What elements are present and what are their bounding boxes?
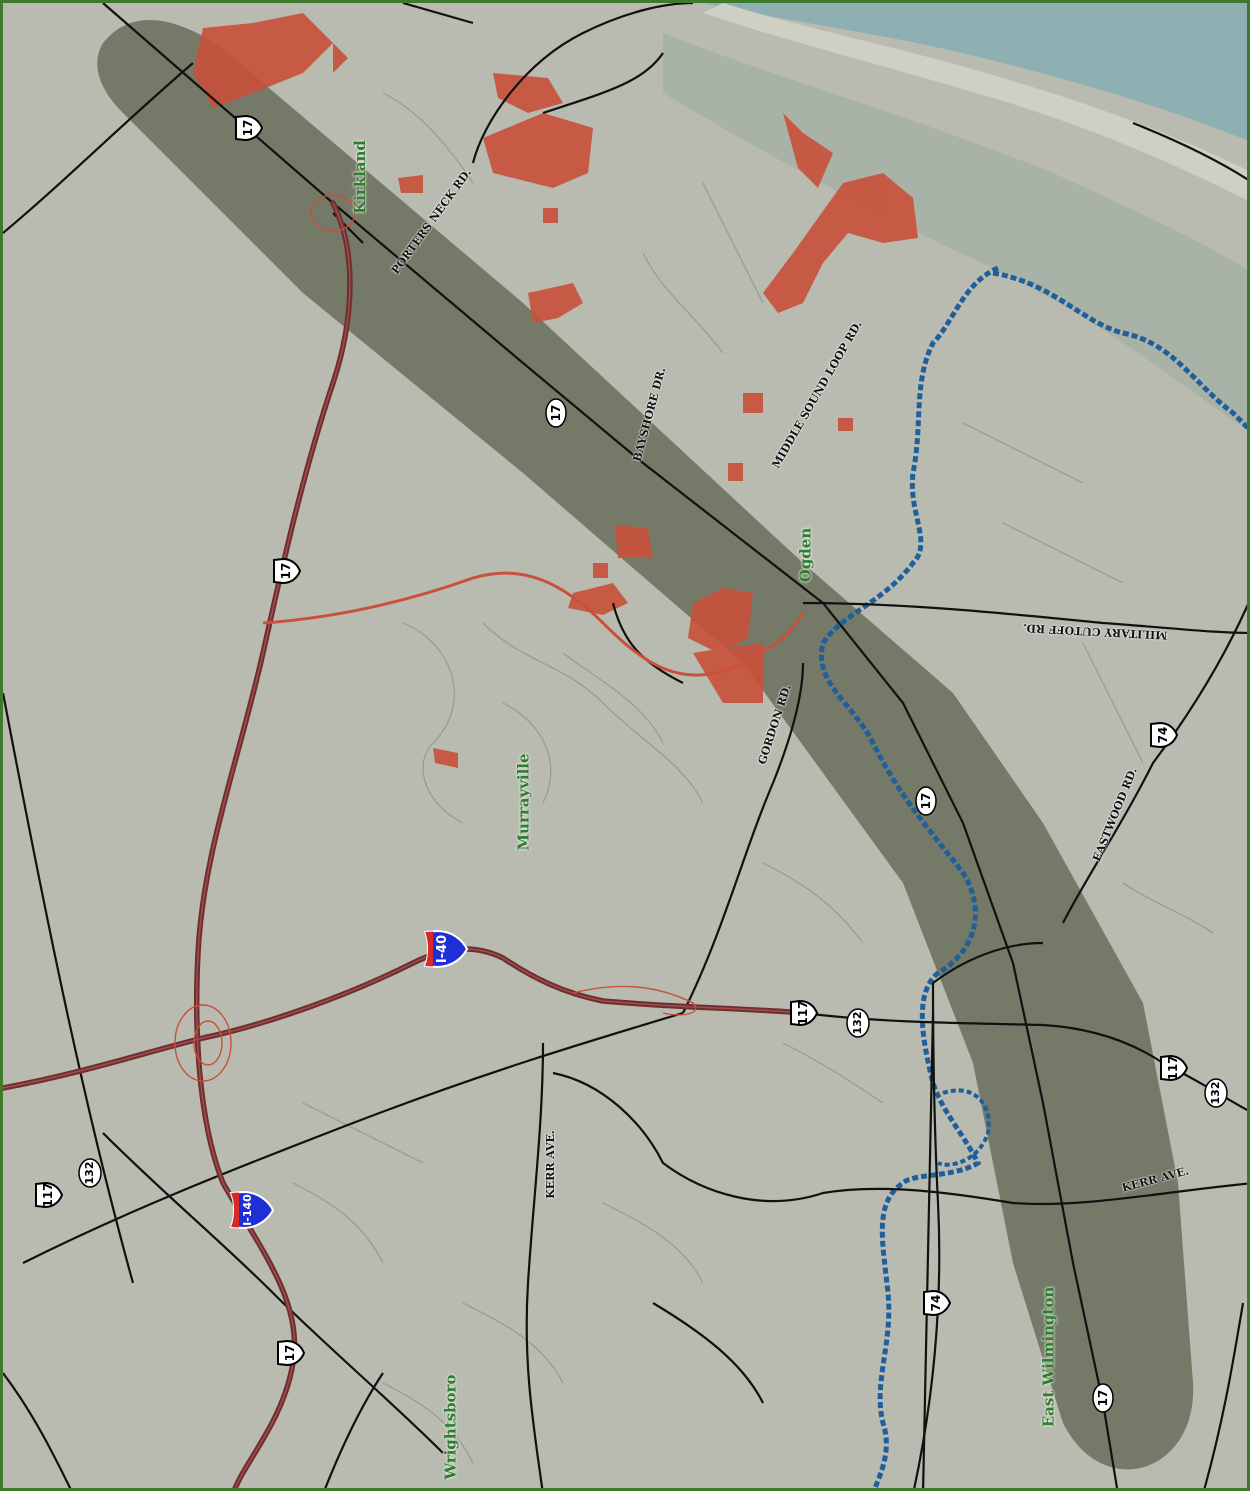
us-route-shield-icon: [1160, 1054, 1188, 1082]
place-label-murrayville: Murrayville: [514, 753, 533, 851]
nc-132-oval-label: 132: [83, 1161, 96, 1185]
nc-132-oval: 132: [1201, 1078, 1231, 1108]
interstate-shield-icon: [423, 929, 469, 969]
us-17-shield: 17: [275, 1338, 305, 1368]
us-17-shield-label: 17: [241, 119, 255, 137]
us-117-shield-label: 117: [41, 1182, 55, 1208]
us-route-shield-icon: [790, 999, 818, 1027]
us-74-shield: 74: [921, 1288, 951, 1318]
us-route-shield-icon: [923, 1289, 951, 1317]
nc-132-oval: 132: [843, 1008, 873, 1038]
us-117-shield: 117: [1158, 1053, 1188, 1083]
us-74-shield-label: 74: [929, 1294, 943, 1312]
i40: [3, 946, 806, 1091]
nc-route-oval-icon: [1092, 1383, 1114, 1413]
nc-route-oval-icon: [545, 398, 567, 428]
us-17-shield: 17: [233, 113, 263, 143]
us-17-oval: 17: [541, 398, 571, 428]
nc-132-oval: 132: [75, 1158, 105, 1188]
us-route-shield-icon: [277, 1339, 305, 1367]
ocean-area: [703, 3, 1247, 141]
nc-132-oval-label: 132: [1209, 1081, 1222, 1105]
development-parcels: [193, 13, 918, 768]
interstate-140-shield: I-140: [227, 1190, 275, 1230]
us-17-shield-label: 17: [283, 1344, 297, 1362]
us-117-shield-label: 117: [796, 1000, 810, 1026]
us-17-oval-label: 17: [549, 404, 563, 422]
road-network: [3, 3, 1247, 1488]
nc-132-oval-label: 132: [851, 1011, 864, 1035]
creek-branch: [937, 1088, 991, 1167]
local-streets: [292, 92, 1214, 1464]
planned-connector: [262, 571, 805, 677]
us-117-shield: 117: [33, 1180, 63, 1210]
nc-route-oval-icon: [78, 1158, 102, 1188]
us-route-shield-icon: [235, 114, 263, 142]
us-117-shield: 117: [788, 998, 818, 1028]
i140-us17-bypass: [193, 200, 353, 1488]
interstate-40-shield: I-40: [421, 929, 469, 969]
nc-route-oval-icon: [846, 1008, 870, 1038]
us-117-shield-label: 117: [1166, 1055, 1180, 1081]
road-label-kerr-ave-west: KERR AVE.: [543, 1130, 557, 1199]
nc-route-oval-icon: [1204, 1078, 1228, 1108]
us-74-shield: 74: [1148, 720, 1178, 750]
us-route-shield-icon: [1150, 721, 1178, 749]
us-74-shield-label: 74: [1156, 726, 1170, 744]
us-17-shield: 17: [271, 556, 301, 586]
highway-centerline: [3, 202, 804, 1488]
highways: [3, 200, 806, 1488]
beach-strip: [703, 3, 1247, 201]
place-label-ogden: Ogden: [796, 527, 815, 583]
creek-main: [819, 265, 1000, 1488]
map-canvas: [3, 3, 1247, 1488]
us-17-oval: 17: [1088, 1383, 1118, 1413]
us-route-shield-icon: [273, 557, 301, 585]
creek-east: [992, 270, 1247, 431]
us-17-oval: 17: [911, 786, 941, 816]
interchange-ramps: [174, 194, 697, 1082]
place-label-kirkland: Kirkland: [350, 140, 369, 214]
us-17-oval-label: 17: [1096, 1389, 1110, 1407]
us-17-oval-label: 17: [919, 792, 933, 810]
interstate-140-label: I-140: [241, 1194, 254, 1226]
marsh-area: [663, 33, 1247, 430]
place-label-east-wilmington: East Wilmington: [1039, 1286, 1058, 1428]
nc-route-oval-icon: [915, 786, 937, 816]
interstate-40-label: I-40: [435, 934, 450, 964]
us-route-shield-icon: [35, 1181, 63, 1209]
place-label-wrightsboro: Wrightsboro: [441, 1374, 460, 1480]
interstate-shield-icon: [229, 1190, 275, 1230]
us-17-shield-label: 17: [279, 562, 293, 580]
study-corridor: [97, 20, 1194, 1470]
